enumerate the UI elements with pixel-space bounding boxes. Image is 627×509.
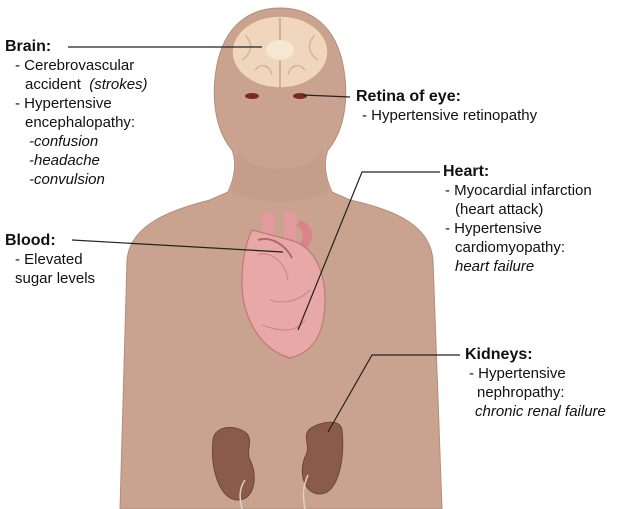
brain-item: encephalopathy: <box>5 113 148 132</box>
kidneys-label: Kidneys: - Hypertensive nephropathy: chr… <box>465 345 606 421</box>
brain-title: Brain: <box>5 37 148 56</box>
kidneys-item: nephropathy: <box>465 383 606 402</box>
left-eye <box>245 93 259 99</box>
kidneys-item: chronic renal failure <box>465 402 606 421</box>
heart-label: Heart: - Myocardial infarction (heart at… <box>443 162 592 276</box>
kidneys-item: - Hypertensive <box>465 364 606 383</box>
heart-item: - Hypertensive <box>443 219 592 238</box>
brain-item: -headache <box>5 151 148 170</box>
brain-item: -confusion <box>5 132 148 151</box>
blood-title: Blood: <box>5 231 95 250</box>
retina-item: - Hypertensive retinopathy <box>356 106 537 125</box>
brain-item: -convulsion <box>5 170 148 189</box>
heart-item: - Myocardial infarction <box>443 181 592 200</box>
heart-title: Heart: <box>443 162 592 181</box>
heart-item: heart failure <box>443 257 592 276</box>
retina-title: Retina of eye: <box>356 87 537 106</box>
blood-label: Blood: - Elevated sugar levels <box>5 231 95 288</box>
brain-label: Brain: - Cerebrovascular accident (strok… <box>5 37 148 189</box>
brain-item: - Hypertensive <box>5 94 148 113</box>
retina-label: Retina of eye: - Hypertensive retinopath… <box>356 87 537 125</box>
heart-item: cardiomyopathy: <box>443 238 592 257</box>
blood-item: - Elevated <box>5 250 95 269</box>
right-eye <box>293 93 307 99</box>
brain-image <box>232 16 328 88</box>
kidneys-title: Kidneys: <box>465 345 606 364</box>
blood-item: sugar levels <box>5 269 95 288</box>
brain-item: accident (strokes) <box>5 75 148 94</box>
heart-item: (heart attack) <box>443 200 592 219</box>
brain-item: - Cerebrovascular <box>5 56 148 75</box>
